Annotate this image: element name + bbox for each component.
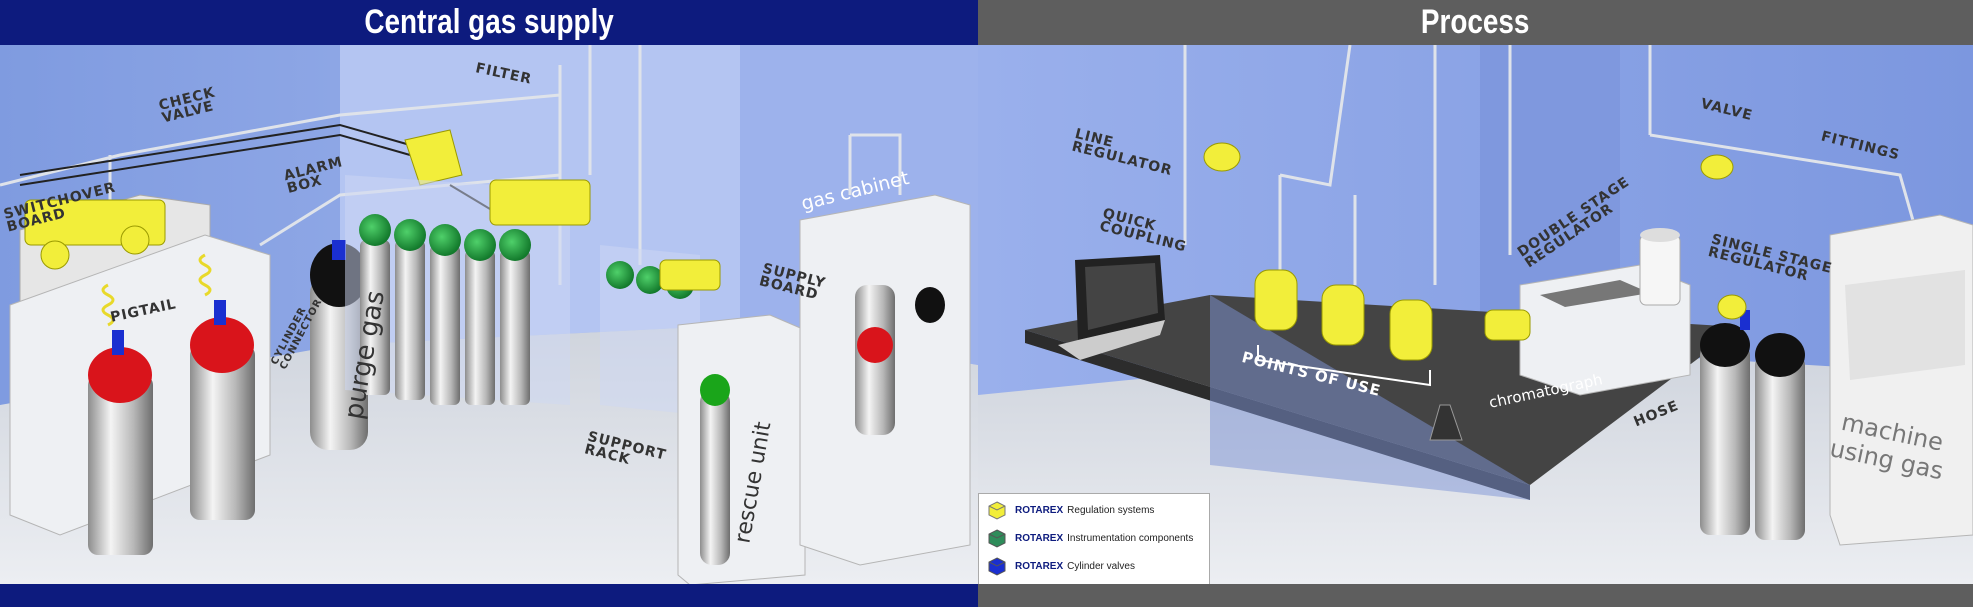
header-title-left: Central gas supply [364, 3, 614, 41]
footer-band-right [978, 584, 1973, 607]
legend-item: ROTAREX Cylinder valves [987, 555, 1135, 577]
chromatograph [1519, 228, 1691, 396]
central-gas-supply-header: Central gas supply [0, 0, 978, 45]
header-title-right: Process [1421, 3, 1530, 41]
process-header: Process [978, 0, 1973, 45]
legend-brand: ROTAREX [1015, 504, 1064, 516]
alarm-box [404, 129, 463, 186]
line-regulator [1203, 142, 1241, 172]
laptop [1058, 255, 1165, 360]
legend-brand: ROTAREX [1015, 560, 1064, 572]
legend-brand: ROTAREX [1015, 532, 1064, 544]
legend-text: Instrumentation components [1067, 532, 1194, 544]
workbench-base [1210, 295, 1530, 500]
legend-text: Cylinder valves [1067, 560, 1135, 572]
cube-blue-icon [988, 557, 1006, 576]
black-cylinder-2 [1755, 333, 1805, 540]
scene-illustration [0, 45, 1973, 584]
gas-machine [1829, 214, 1973, 546]
flask [1429, 404, 1463, 441]
cube-yellow-icon [988, 501, 1006, 520]
points-of-use-bracket [1257, 345, 1431, 387]
rescue-unit [677, 314, 806, 584]
footer-band-left [0, 584, 978, 607]
gas-cabinet [799, 194, 971, 566]
single-stage-regulator [1717, 294, 1747, 320]
cylinder-bundle [345, 175, 570, 405]
red-cylinder-2 [190, 300, 255, 520]
red-cylinder-1 [88, 330, 153, 555]
black-cylinder-1 [1700, 310, 1750, 535]
legend-item: ROTAREX Regulation systems [987, 499, 1154, 521]
points-of-use-regulators [1254, 269, 1433, 361]
valve [1700, 154, 1734, 180]
legend-text: Regulation systems [1067, 504, 1155, 516]
cube-green-icon [988, 529, 1006, 548]
central-supply-regulators [489, 179, 721, 291]
pigtail-1 [101, 283, 115, 327]
double-stage-regulator [1484, 309, 1531, 341]
legend-item: ROTAREX Instrumentation components [987, 527, 1193, 549]
pigtail-2 [198, 253, 212, 297]
legend: ROTAREX Regulation systems ROTAREX Instr… [978, 493, 1210, 585]
